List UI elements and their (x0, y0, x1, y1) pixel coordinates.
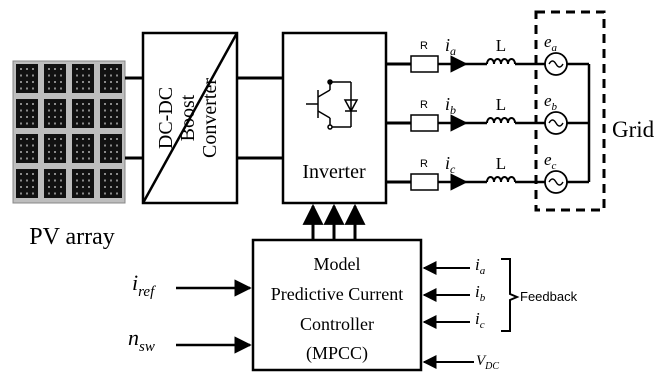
nsw-label: nsw (128, 325, 155, 355)
feedback-current-label: ib (475, 282, 486, 304)
pv-cell (72, 64, 94, 93)
feedback-label: Feedback (520, 289, 578, 304)
grid-boundary (534, 10, 606, 212)
controller-label-line4: (MPCC) (306, 343, 368, 364)
iref-label: iref (132, 270, 156, 300)
mpcc-controller: Model Predictive Current Controller (MPC… (251, 238, 423, 372)
resistor-icon (410, 55, 439, 73)
pv-cell (16, 134, 38, 163)
pv-cell (72, 169, 94, 198)
inductor-icon (486, 117, 516, 124)
pv-cell (72, 134, 94, 163)
resistor-label: R (420, 158, 428, 170)
controller-label-line3: Controller (300, 314, 374, 334)
grid-voltage-label: eb (544, 91, 558, 113)
inductor-label: L (496, 95, 506, 114)
pv-cell (44, 64, 66, 93)
inductor-icon (486, 58, 516, 65)
grid-voltage-label: ea (544, 32, 558, 54)
igbt-icon (306, 79, 359, 130)
pv-cell (72, 99, 94, 128)
current-label: ia (445, 35, 456, 58)
boost-label-line3: Converter (199, 78, 221, 158)
feedback-brace (501, 258, 520, 332)
feedback-current-label: ic (475, 309, 485, 331)
pv-cell (100, 169, 122, 198)
pv-cell (16, 64, 38, 93)
pv-array (12, 60, 126, 204)
inductor-label: L (496, 36, 506, 55)
boost-label-line2: Boost (177, 94, 199, 141)
ac-source-icon (544, 170, 568, 194)
pv-cell (100, 64, 122, 93)
controller-label-line1: Model (314, 254, 361, 274)
resistor-label: R (420, 99, 428, 111)
pv-cells (16, 64, 122, 198)
ac-source-icon (544, 52, 568, 76)
feedback-signals: ia ib ic (422, 255, 486, 331)
pv-cell (44, 99, 66, 128)
grid-voltage-label: ec (544, 150, 557, 172)
resistor-label: R (420, 40, 428, 52)
inductor-label: L (496, 154, 506, 173)
vdc-label: VDC (476, 353, 499, 372)
current-label: ib (445, 94, 456, 117)
pv-cell (44, 134, 66, 163)
pv-cell (44, 169, 66, 198)
dc-dc-boost-converter: DC-DC Boost Converter (141, 31, 239, 205)
feedback-current-label: ia (475, 255, 486, 277)
controller-label-line2: Predictive Current (271, 284, 403, 304)
pv-cell (100, 134, 122, 163)
current-label: ic (445, 153, 456, 176)
inductor-icon (486, 176, 516, 183)
pv-array-label: PV array (29, 224, 115, 250)
resistor-icon (410, 114, 439, 132)
ac-source-icon (544, 111, 568, 135)
pv-cell (100, 99, 122, 128)
grid-label: Grid (612, 117, 655, 142)
boost-label-line1: DC-DC (155, 87, 177, 149)
pv-cell (16, 99, 38, 128)
pv-cell (16, 169, 38, 198)
resistor-icon (410, 173, 439, 191)
inverter: Inverter (281, 31, 388, 205)
inverter-label: Inverter (302, 161, 366, 183)
